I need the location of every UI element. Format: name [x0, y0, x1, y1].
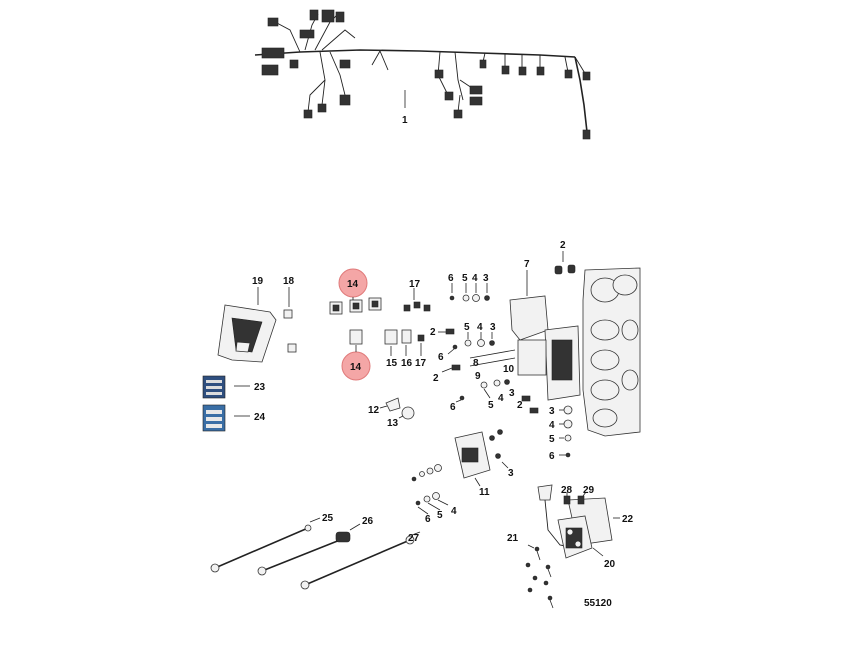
callout-29: 29 [583, 485, 595, 496]
callout-3c: 3 [509, 388, 515, 399]
callout-20: 20 [604, 559, 616, 570]
callout-16: 16 [401, 358, 413, 369]
hardware-row-top: 6 5 4 3 [448, 273, 490, 302]
hardware-middle: 2 5 4 3 6 8 9 10 2 3 4 5 6 2 [430, 322, 539, 414]
callout-5a: 5 [462, 273, 468, 284]
callout-6e: 6 [425, 514, 431, 525]
module-11: 3 11 4 5 6 [411, 429, 514, 525]
callout-5e: 5 [437, 510, 443, 521]
engine-block [582, 267, 641, 437]
callout-6b: 6 [438, 352, 444, 363]
callout-3d: 3 [549, 406, 555, 417]
electrical-bracket: 7 [509, 259, 581, 401]
callout-5c: 5 [488, 400, 494, 411]
callout-4b: 4 [477, 322, 483, 333]
callout-3b: 3 [490, 322, 496, 333]
callout-21: 21 [507, 533, 519, 544]
callout-22: 22 [622, 514, 634, 525]
callout-15: 15 [386, 358, 398, 369]
regulator-group: 22 20 28 29 21 [507, 484, 634, 609]
callout-2d: 2 [517, 400, 523, 411]
callout-4a: 4 [472, 273, 478, 284]
callout-14a: 14 [347, 279, 359, 290]
callout-23: 23 [254, 382, 266, 393]
wiring-harness: 1 [254, 9, 591, 140]
relay-group: 14 14 15 16 17 17 [329, 268, 431, 381]
callout-2b: 2 [430, 327, 436, 338]
callout-17a: 17 [415, 358, 427, 369]
callout-9: 9 [475, 371, 481, 382]
callout-6c: 6 [450, 402, 456, 413]
callout-25: 25 [322, 513, 334, 524]
callout-3a: 3 [483, 273, 489, 284]
callout-3e: 3 [508, 468, 514, 479]
callout-4c: 4 [498, 393, 504, 404]
part-2-top: 2 [554, 240, 576, 275]
callout-2a: 2 [560, 240, 566, 251]
callout-27: 27 [408, 533, 420, 544]
callout-14b: 14 [350, 362, 362, 373]
callout-5d: 5 [549, 434, 555, 445]
cables-25-26-27: 25 26 27 [210, 513, 421, 590]
callout-11: 11 [479, 487, 490, 498]
callout-6a: 6 [448, 273, 454, 284]
callout-2c: 2 [433, 373, 439, 384]
callout-19: 19 [252, 276, 264, 287]
callout-28: 28 [561, 485, 573, 496]
callout-26: 26 [362, 516, 374, 527]
callout-12: 12 [368, 405, 380, 416]
decals-23-24: 23 24 [202, 375, 266, 432]
callout-5b: 5 [464, 322, 470, 333]
callout-17b: 17 [409, 279, 421, 290]
callout-10: 10 [503, 364, 515, 375]
callout-7: 7 [524, 259, 530, 270]
callout-4e: 4 [451, 506, 457, 517]
callout-1: 1 [402, 115, 408, 126]
callout-24: 24 [254, 412, 266, 423]
figure-number: 55120 [584, 598, 612, 609]
callout-13: 13 [387, 418, 399, 429]
cover-19: 19 18 [217, 276, 297, 363]
callout-6d: 6 [549, 451, 555, 462]
callout-4d: 4 [549, 420, 555, 431]
parts-12-13: 12 13 [368, 397, 415, 429]
hardware-right-column: 3 4 5 6 [549, 405, 573, 462]
callout-8: 8 [473, 358, 479, 369]
callout-18: 18 [283, 276, 295, 287]
